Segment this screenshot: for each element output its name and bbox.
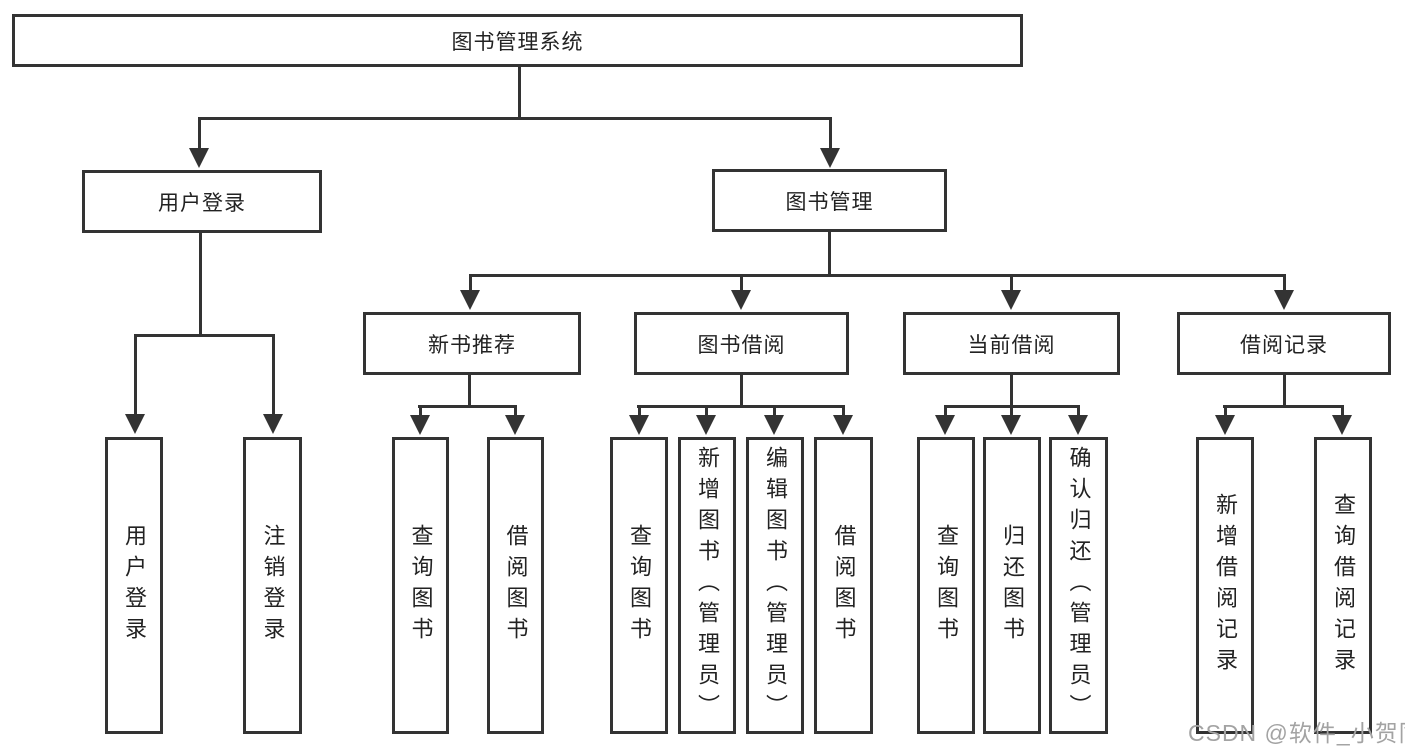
connector-line: [637, 405, 844, 408]
connector-line: [518, 67, 521, 118]
leaf-label: 查询图书: [627, 523, 652, 648]
leaf-label: 查询借阅记录: [1331, 492, 1356, 679]
arrow-down-icon: [935, 405, 956, 435]
leaf-label: 确认归还（管理员）: [1066, 446, 1092, 725]
node-book-management: 图书管理: [712, 169, 947, 232]
leaf-label: 新增借阅记录: [1213, 492, 1238, 679]
node-label: 图书管理系统: [451, 30, 584, 54]
arrow-down-icon: [189, 117, 210, 168]
leaf-confirm-return-admin: 确认归还（管理员）: [1049, 437, 1108, 734]
leaf-query-books-recommend: 查询图书: [392, 437, 449, 734]
node-label: 图书借阅: [697, 333, 786, 357]
connector-line: [468, 374, 471, 407]
arrow-down-icon: [820, 117, 841, 168]
node-label: 新书推荐: [428, 333, 516, 357]
leaf-label: 新增图书（管理员）: [695, 446, 720, 725]
connector-line: [1283, 374, 1286, 407]
node-label: 图书管理: [785, 190, 874, 214]
csdn-watermark: CSDN @软件_小贺同学: [1188, 720, 1405, 746]
connector-line: [469, 274, 1285, 277]
leaf-query-books-current: 查询图书: [917, 437, 975, 734]
arrow-down-icon: [460, 274, 481, 310]
leaf-logout: 注销登录: [243, 437, 302, 734]
leaf-label: 查询图书: [934, 523, 959, 648]
leaf-label: 查询图书: [408, 523, 434, 648]
node-library-management-system: 图书管理系统: [12, 14, 1023, 67]
node-new-book-recommend: 新书推荐: [363, 312, 581, 375]
connector-line: [828, 231, 831, 277]
connector-line: [418, 405, 517, 408]
arrow-down-icon: [1274, 274, 1295, 310]
connector-line: [740, 374, 743, 407]
arrow-down-icon: [764, 405, 785, 435]
arrow-down-icon: [125, 334, 146, 434]
node-label: 当前借阅: [967, 333, 1056, 357]
node-label: 用户登录: [158, 191, 246, 215]
arrow-down-icon: [505, 405, 526, 435]
leaf-add-books-admin: 新增图书（管理员）: [678, 437, 736, 734]
arrow-down-icon: [1332, 405, 1353, 435]
node-book-borrowing: 图书借阅: [634, 312, 849, 375]
arrow-down-icon: [696, 405, 717, 435]
connector-line: [134, 334, 274, 337]
node-label: 借阅记录: [1240, 333, 1328, 357]
leaf-label: 借阅图书: [503, 523, 529, 648]
arrow-down-icon: [1068, 405, 1089, 435]
leaf-return-books: 归还图书: [983, 437, 1041, 734]
arrow-down-icon: [1001, 274, 1022, 310]
arrow-down-icon: [629, 405, 650, 435]
leaf-add-borrow-record: 新增借阅记录: [1196, 437, 1254, 734]
leaf-user-login: 用户登录: [105, 437, 163, 734]
leaf-label: 注销登录: [260, 523, 286, 648]
node-current-borrowing: 当前借阅: [903, 312, 1120, 375]
arrow-down-icon: [410, 405, 431, 435]
leaf-borrow-books-borrowing: 借阅图书: [814, 437, 873, 734]
node-user-login: 用户登录: [82, 170, 322, 233]
leaf-label: 编辑图书（管理员）: [763, 446, 788, 725]
connector-line: [198, 117, 831, 120]
connector-line: [1010, 374, 1013, 407]
leaf-query-borrow-record: 查询借阅记录: [1314, 437, 1372, 734]
leaf-label: 归还图书: [1000, 523, 1025, 648]
connector-line: [199, 232, 202, 336]
arrow-down-icon: [263, 334, 284, 434]
arrow-down-icon: [731, 274, 752, 310]
arrow-down-icon: [1001, 405, 1022, 435]
leaf-borrow-books-recommend: 借阅图书: [487, 437, 544, 734]
node-borrowing-records: 借阅记录: [1177, 312, 1391, 375]
leaf-query-books-borrowing: 查询图书: [610, 437, 668, 734]
leaf-label: 用户登录: [122, 523, 147, 648]
arrow-down-icon: [1215, 405, 1236, 435]
connector-line: [1223, 405, 1343, 408]
arrow-down-icon: [833, 405, 854, 435]
leaf-label: 借阅图书: [831, 523, 857, 648]
leaf-edit-books-admin: 编辑图书（管理员）: [746, 437, 804, 734]
